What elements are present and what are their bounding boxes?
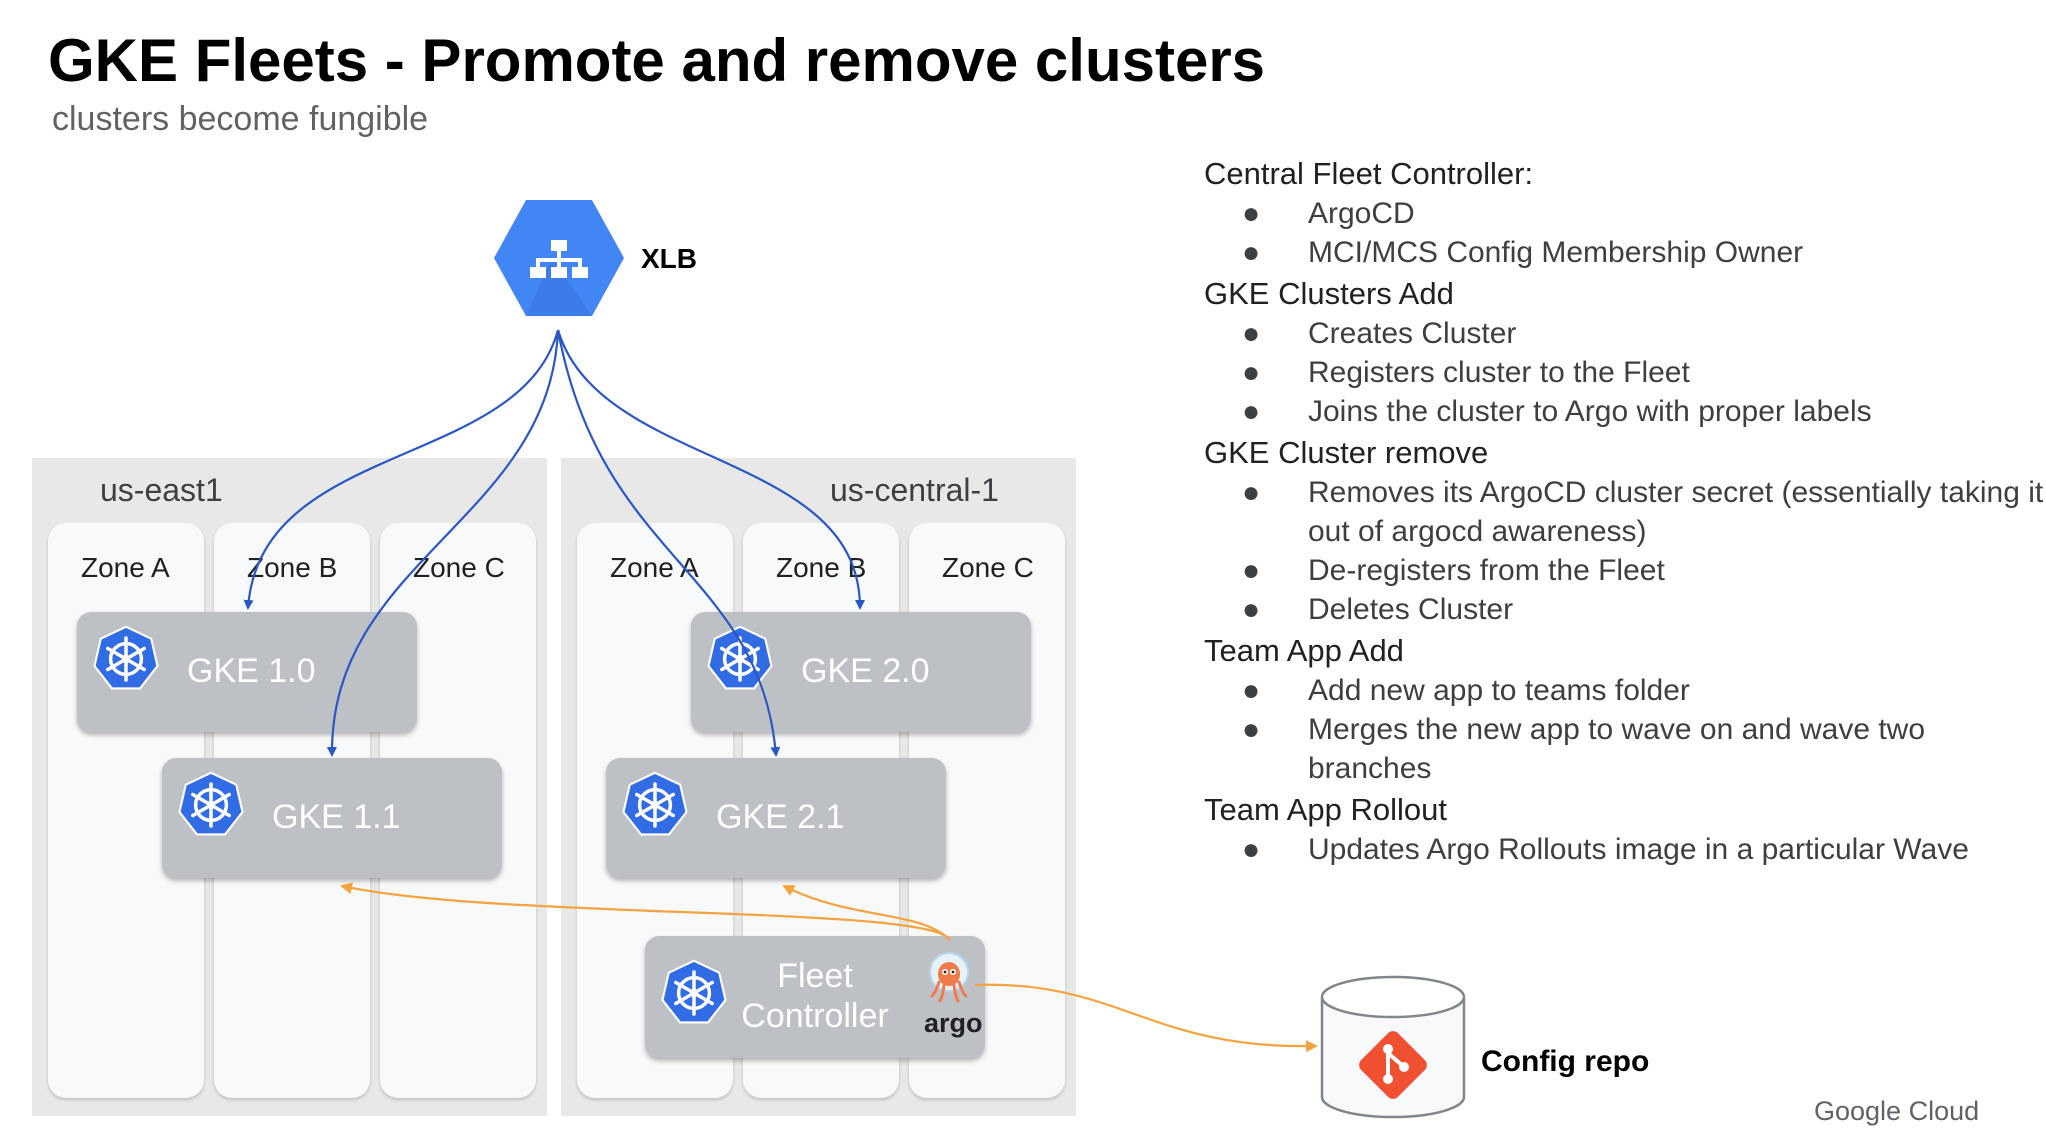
bullet-dot: ● [1242,197,1261,230]
section-heading: GKE Cluster remove [1204,435,1489,470]
zone-label: Zone A [610,552,699,583]
notes-panel: Central Fleet Controller: ● ArgoCD ● MCI/M… [1204,152,2044,869]
argo-wordmark: argo [924,1008,983,1038]
bullet-text: Registers cluster to the Fleet [1308,356,1690,389]
bullet-item: ● ArgoCD [1204,194,2044,233]
config-repo-label: Config repo [1481,1045,1650,1078]
bullet-dot: ● [1242,395,1261,428]
bullet-text: MCI/MCS Config Membership Owner [1308,236,1804,269]
bullet-dot: ● [1242,713,1261,746]
fleet-controller-line2: Controller [741,997,889,1035]
section-heading: Team App Rollout [1204,792,1447,827]
kubernetes-icon [93,625,159,690]
bullet-dot: ● [1242,593,1261,626]
region-label-us-central-1: us-central-1 [830,472,999,508]
bullet-text: Removes its ArgoCD cluster secret (essen… [1308,476,2044,548]
bullet-text: Deletes Cluster [1308,593,1514,626]
region-label-us-east1: us-east1 [100,472,223,508]
kubernetes-icon [661,959,727,1024]
bullet-dot: ● [1242,674,1261,707]
notes-section: Central Fleet Controller: ● ArgoCD ● MCI/M… [1204,154,2044,272]
kubernetes-icon [622,771,688,836]
fleet-controller: Fleet Controller argo [645,936,985,1058]
section-heading: Team App Add [1204,633,1404,668]
bullet-item: ● Merges the new app to wave on and wave … [1204,710,2044,788]
zone-label: Zone C [413,552,505,583]
bullet-dot: ● [1242,356,1261,389]
xlb-label: XLB [641,243,697,274]
cluster-label: GKE 2.0 [801,652,930,690]
git-icon [1359,1031,1427,1099]
bullet-text: Add new app to teams folder [1308,674,1690,707]
fleet-controller-label: Fleet Controller [735,956,895,1036]
cluster-gke-2-1: GKE 2.1 [606,758,946,878]
bullet-item: ● Removes its ArgoCD cluster secret (esse… [1204,473,2044,551]
bullet-text: Merges the new app to wave on and wave t… [1308,713,1926,785]
zone-label: Zone B [247,552,338,583]
cluster-label: GKE 1.0 [187,652,316,690]
bullet-text: Joins the cluster to Argo with proper la… [1308,395,1872,428]
bullet-item: ● Registers cluster to the Fleet [1204,353,2044,392]
notes-section: Team App Rollout ● Updates Argo Rollouts … [1204,790,2044,869]
bullet-text: Creates Cluster [1308,317,1517,350]
cluster-label: GKE 2.1 [716,798,845,836]
bullet-item: ● Creates Cluster [1204,314,2044,353]
bullet-dot: ● [1242,476,1261,509]
bullet-item: ● De-registers from the Fleet [1204,551,2044,590]
bullet-item: ● Add new app to teams folder [1204,671,2044,710]
page-title: GKE Fleets - Promote and remove clusters [48,27,1266,94]
fleet-controller-line1: Fleet [777,957,853,995]
zone-label: Zone C [942,552,1034,583]
bullet-dot: ● [1242,317,1261,350]
notes-section: GKE Clusters Add ● Creates Cluster ● Regis… [1204,274,2044,431]
cluster-gke-1-1: GKE 1.1 [162,758,502,878]
cluster-label: GKE 1.1 [272,798,401,836]
argo-octopus-icon [929,952,969,1003]
bullet-dot: ● [1242,554,1261,587]
zone-label: Zone B [776,552,867,583]
google-cloud-logo: Google Cloud [1814,1096,1980,1126]
section-heading: GKE Clusters Add [1204,276,1454,311]
cluster-gke-1-0: GKE 1.0 [77,612,417,732]
bullet-text: ArgoCD [1308,197,1415,230]
bullet-text: De-registers from the Fleet [1308,554,1665,587]
bullet-item: ● Joins the cluster to Argo with proper l… [1204,392,2044,431]
zone-label: Zone A [81,552,170,583]
page-subtitle: clusters become fungible [52,100,429,138]
bullet-text: Updates Argo Rollouts image in a particu… [1308,833,1969,866]
bullet-item: ● Updates Argo Rollouts image in a partic… [1204,830,2044,869]
kubernetes-icon [707,625,773,690]
bullet-dot: ● [1242,833,1261,866]
cluster-gke-2-0: GKE 2.0 [691,612,1031,732]
kubernetes-icon [178,771,244,836]
bullet-item: ● MCI/MCS Config Membership Owner [1204,233,2044,272]
bullet-dot: ● [1242,236,1261,269]
notes-section: GKE Cluster remove ● Removes its ArgoCD c… [1204,433,2044,629]
notes-section: Team App Add ● Add new app to teams folde… [1204,631,2044,788]
section-heading: Central Fleet Controller: [1204,156,1534,191]
bullet-item: ● Deletes Cluster [1204,590,2044,629]
load-balancer-icon [494,200,624,316]
